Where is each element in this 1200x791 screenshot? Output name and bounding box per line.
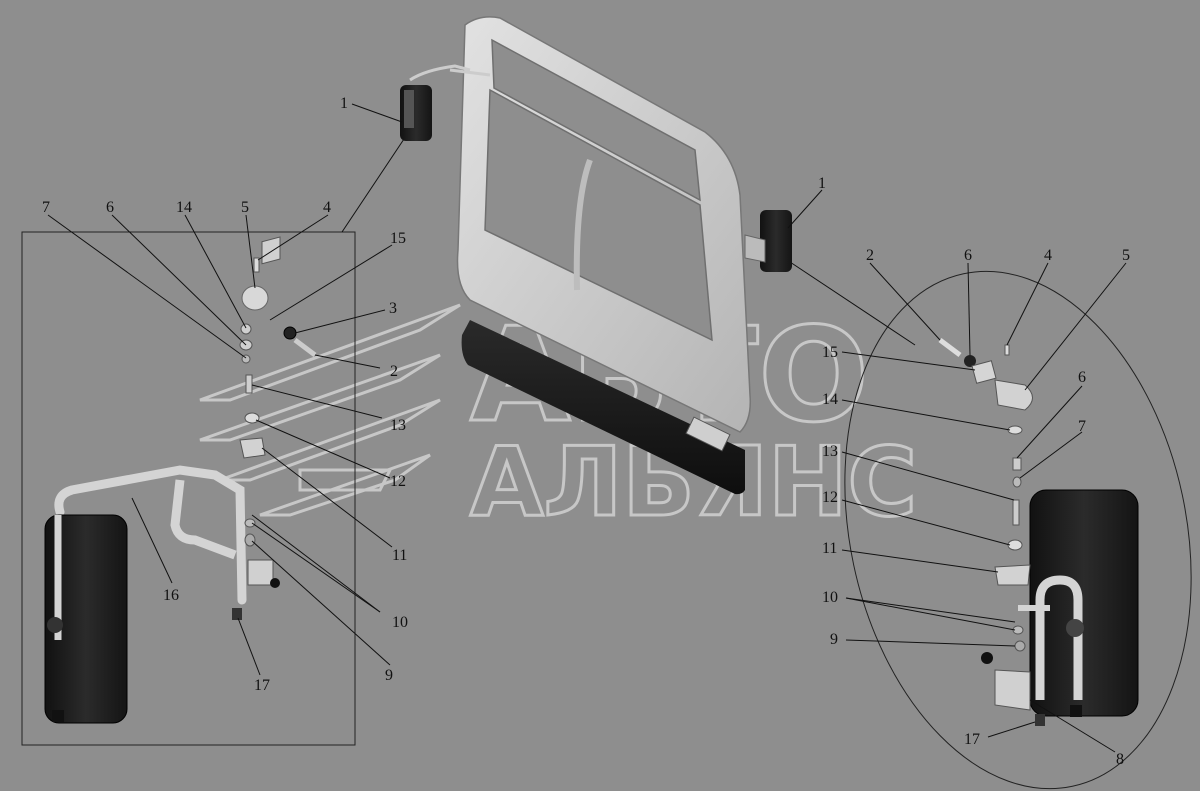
callout-13-right: 13 xyxy=(822,443,838,460)
part-10-left xyxy=(244,518,256,528)
mirror-arm-top xyxy=(449,68,491,77)
mirror-arm-left-top xyxy=(409,64,471,82)
callout-7-right: 7 xyxy=(1078,418,1086,435)
windshield-divider xyxy=(573,158,593,291)
mirror-right-small-bracket xyxy=(744,234,766,263)
callout-15-left: 15 xyxy=(390,230,406,247)
part-8-left xyxy=(247,559,274,586)
mirror-right-large xyxy=(1018,489,1139,717)
part-11-left xyxy=(239,437,266,459)
mirror-right-arm xyxy=(1035,575,1083,700)
mirror-right-joint xyxy=(1066,619,1084,637)
mirror-left-arm-brace xyxy=(170,479,237,560)
callout-14-right: 14 xyxy=(822,391,838,408)
callout-4-left: 4 xyxy=(323,199,331,216)
mirror-right-glass xyxy=(1029,489,1139,717)
callout-2-left: 2 xyxy=(390,363,398,380)
watermark-logo-icon xyxy=(199,303,461,517)
callout-12-left: 12 xyxy=(390,473,406,490)
callout-12-right: 12 xyxy=(822,489,838,506)
detail-ellipse-right xyxy=(844,270,1192,790)
part-6-right xyxy=(964,355,976,367)
callout-labels: 1 1 7 6 14 5 4 15 3 2 13 12 11 16 10 9 1… xyxy=(42,95,1130,768)
callout-4-right: 4 xyxy=(1044,247,1052,264)
callout-1-top-left: 1 xyxy=(340,95,348,112)
part-9-left xyxy=(244,533,256,547)
part-5-right xyxy=(994,379,1033,411)
callout-11-right: 11 xyxy=(822,540,837,557)
mirror-left-large xyxy=(44,465,247,724)
detail-frame-left xyxy=(21,231,356,746)
part-6b-right xyxy=(1012,457,1022,471)
part-9-right xyxy=(1014,640,1026,652)
callout-15-right: 15 xyxy=(822,344,838,361)
part-4-left xyxy=(253,257,260,273)
mirror-left-arm xyxy=(54,465,247,605)
callout-5-right: 5 xyxy=(1122,247,1130,264)
part-13-left xyxy=(245,374,253,394)
mirror-left-glass xyxy=(44,514,128,724)
callout-9-right: 9 xyxy=(830,631,838,648)
part-2-right xyxy=(938,338,962,357)
callout-10-right: 10 xyxy=(822,589,838,606)
exploded-parts-left xyxy=(232,236,317,620)
callout-5-left: 5 xyxy=(241,199,249,216)
callout-6-left: 6 xyxy=(106,199,114,216)
callout-14-left: 14 xyxy=(176,199,192,216)
callout-10-left: 10 xyxy=(392,614,408,631)
callout-8-right: 8 xyxy=(1116,751,1124,768)
mirror-top-left xyxy=(400,85,432,141)
mirror-top-left-bracket xyxy=(404,90,414,128)
part-15-left xyxy=(261,236,281,265)
mirror-left-joint xyxy=(47,617,63,633)
bus-front xyxy=(409,16,752,495)
headlight xyxy=(685,416,731,452)
bumper xyxy=(461,320,745,495)
callout-17-right: 17 xyxy=(964,731,980,748)
callout-16-left: 16 xyxy=(163,587,179,604)
part-12-right xyxy=(1007,539,1023,551)
part-14-left xyxy=(240,323,252,335)
part-3-right xyxy=(981,652,993,664)
part-12-left xyxy=(244,412,260,424)
callout-11-left: 11 xyxy=(392,547,407,564)
part-14-right xyxy=(1007,425,1023,435)
callout-13-left: 13 xyxy=(390,417,406,434)
callout-1-right: 1 xyxy=(818,175,826,192)
mirror-right-cap xyxy=(1070,705,1082,717)
part-7-right xyxy=(1012,476,1022,488)
callout-9-left: 9 xyxy=(385,667,393,684)
exploded-parts-right xyxy=(938,338,1045,726)
callout-2-right: 2 xyxy=(866,247,874,264)
detail-leader-right xyxy=(789,261,916,346)
part-17-right xyxy=(1035,714,1045,726)
callout-7-left: 7 xyxy=(42,199,50,216)
part-3-left xyxy=(283,326,297,340)
part-2-left xyxy=(293,338,317,357)
mirror-right-small xyxy=(744,210,792,272)
callout-3-left: 3 xyxy=(389,300,397,317)
part-4-right xyxy=(1004,344,1010,356)
mirror-right-small-glass xyxy=(760,210,792,272)
part-13-right xyxy=(1012,499,1020,526)
callout-6b-right: 6 xyxy=(1078,369,1086,386)
part-5-left xyxy=(241,285,269,311)
leader-lines xyxy=(47,103,1127,753)
callout-6-right: 6 xyxy=(964,247,972,264)
part-8-right xyxy=(994,669,1031,711)
callout-17-left: 17 xyxy=(254,677,270,694)
windshield xyxy=(484,88,713,342)
part-3b-left xyxy=(270,578,280,588)
mirror-left-cap xyxy=(52,710,64,722)
detail-leader-left xyxy=(341,129,411,233)
part-17-left xyxy=(232,608,242,620)
destination-window xyxy=(491,38,701,202)
part-15-right xyxy=(971,360,997,384)
part-11-right xyxy=(994,564,1031,586)
